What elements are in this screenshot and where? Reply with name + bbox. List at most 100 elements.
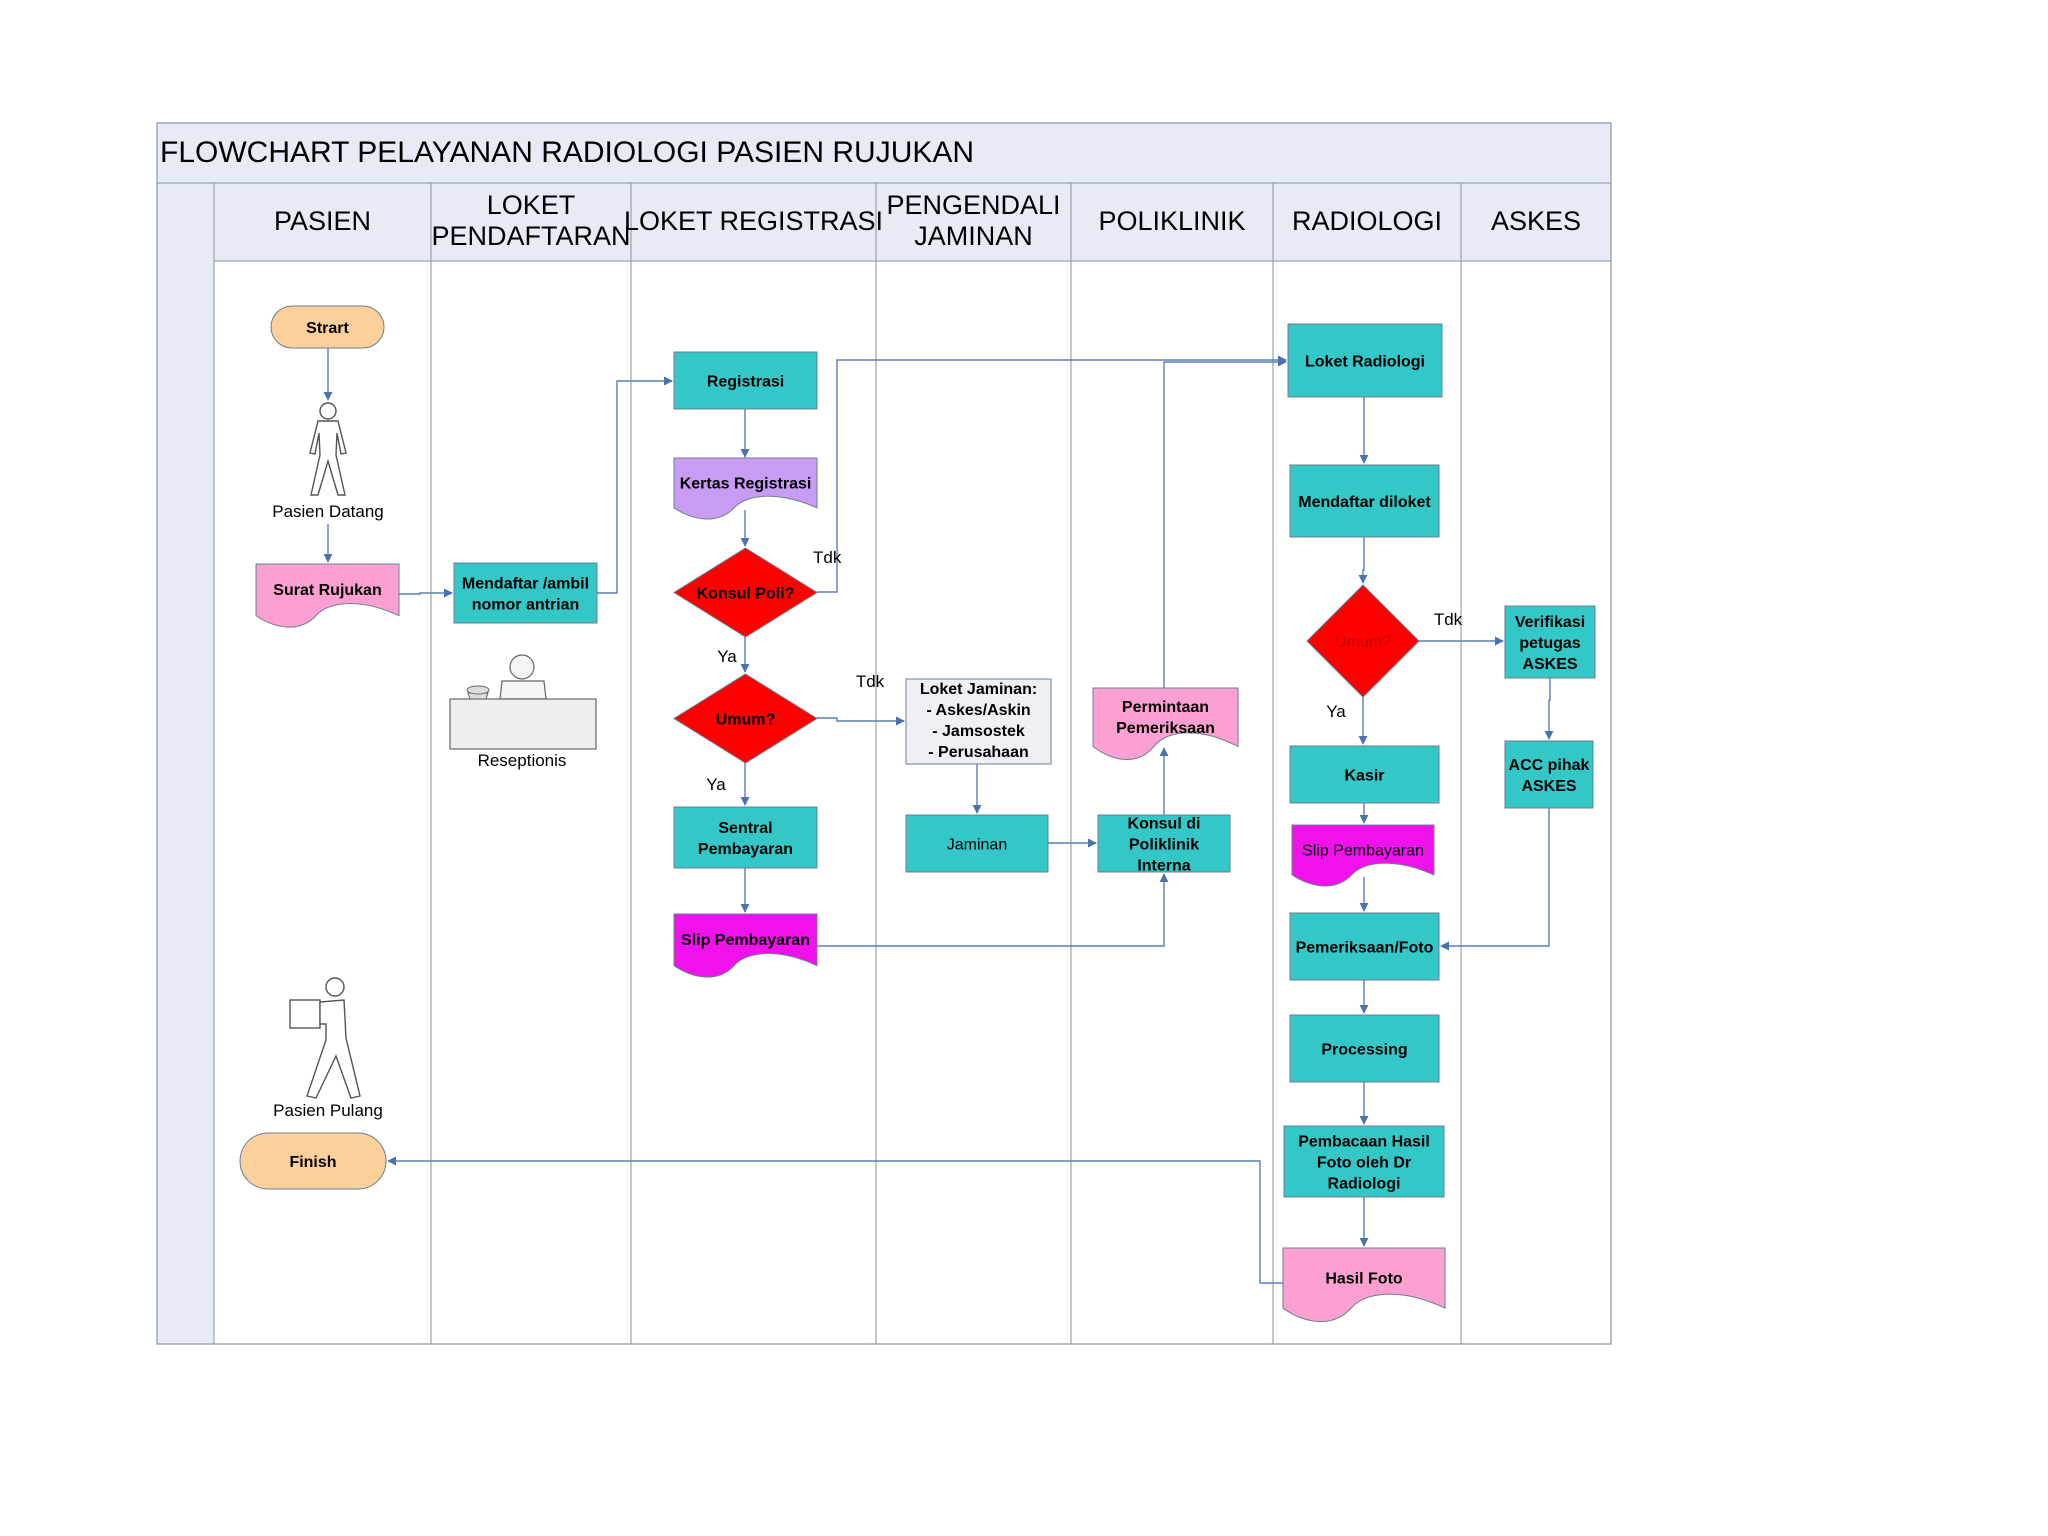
start-text: Strart xyxy=(306,320,349,337)
acc-askes-text: ACC pihak xyxy=(1509,757,1590,774)
connector-slip-pembayaran-reg-to-konsul-poliklinik xyxy=(817,873,1169,947)
process-box xyxy=(453,562,598,624)
connectors xyxy=(323,348,1554,1284)
document-shape xyxy=(673,457,818,520)
lane-poliklinik: POLIKLINIK xyxy=(1070,183,1246,1344)
lane-header-band xyxy=(156,182,1612,262)
slip-pembayaran-reg-node: Slip Pembayaran xyxy=(673,913,818,978)
loket-jaminan-text: - Perusahaan xyxy=(928,744,1028,761)
slip-pembayaran-reg-text: Slip Pembayaran xyxy=(681,932,810,949)
person-standing-icon xyxy=(309,402,347,496)
process-box xyxy=(1289,1014,1440,1083)
decision-diamond xyxy=(1306,584,1420,698)
permintaan-pemeriksaan-text: Permintaan xyxy=(1122,699,1209,716)
connector-label-tdk: Tdk xyxy=(1434,610,1463,629)
process-box xyxy=(1289,912,1440,981)
konsul-poli-text: Konsul Poli? xyxy=(697,586,795,603)
sentral-pembayaran-text: Pembayaran xyxy=(698,841,793,858)
konsul-poli-node: Konsul Poli? xyxy=(673,547,818,638)
process-box xyxy=(1289,464,1440,538)
diagram-border xyxy=(156,122,1612,1345)
process-box xyxy=(1289,745,1440,804)
jaminan-text: Jaminan xyxy=(947,837,1007,854)
document-shape xyxy=(1092,687,1239,760)
registrasi-node: Registrasi xyxy=(673,351,818,410)
umum-reg-node: Umum? xyxy=(673,673,818,764)
lane-askes: ASKES xyxy=(1460,183,1581,1344)
process-box xyxy=(905,814,1049,873)
konsul-poliklinik-text: Konsul di xyxy=(1128,816,1201,833)
connector-label-ya: Ya xyxy=(706,775,726,794)
sentral-pembayaran-text: Sentral xyxy=(718,820,772,837)
process-box xyxy=(673,806,818,869)
mendaftar-diloket-text: Mendaftar diloket xyxy=(1298,494,1431,511)
lane-title-pengendali-jaminan: JAMINAN xyxy=(914,221,1033,251)
umum-reg-text: Umum? xyxy=(716,712,776,729)
pembacaan-hasil-text: Radiologi xyxy=(1328,1176,1401,1193)
decision-diamond xyxy=(673,673,818,764)
document-shape xyxy=(255,563,400,628)
loket-radiologi-text: Loket Radiologi xyxy=(1305,354,1425,371)
lane-title-pengendali-jaminan: PENGENDALI xyxy=(886,190,1060,220)
finish-text: Finish xyxy=(289,1154,336,1171)
start-node: Strart xyxy=(270,305,385,349)
resepsionis-caption: Reseptionis xyxy=(478,751,567,770)
connector-konsul-poli-to-loket-radiologi xyxy=(817,355,1287,593)
process-box xyxy=(1283,1125,1445,1198)
swimlane-frame: FLOWCHART PELAYANAN RADIOLOGI PASIEN RUJ… xyxy=(156,122,1612,1345)
processing-node: Processing xyxy=(1289,1014,1440,1083)
slip-pembayaran-rad-text: Slip Pembayaran xyxy=(1302,842,1424,859)
process-box xyxy=(1287,323,1443,398)
title-bar xyxy=(156,122,1612,184)
umum-rad-text: Umum? xyxy=(1335,634,1391,651)
lane-title-askes: ASKES xyxy=(1491,206,1581,236)
hasil-foto-node: Hasil Foto xyxy=(1282,1247,1446,1322)
pemeriksaan-foto-text: Pemeriksaan/Foto xyxy=(1296,940,1434,957)
connector-mendaftar-antrian-to-registrasi xyxy=(597,376,673,594)
lane-title-poliklinik: POLIKLINIK xyxy=(1098,206,1245,236)
verifikasi-askes-text: petugas xyxy=(1519,635,1580,652)
connector-label-ya: Ya xyxy=(717,647,737,666)
connector-mendaftar-diloket-to-umum-rad xyxy=(1358,537,1368,584)
decision-diamond xyxy=(673,547,818,638)
acc-askes-text: ASKES xyxy=(1521,778,1576,795)
loket-jaminan-text: - Askes/Askin xyxy=(926,702,1030,719)
terminal-shape xyxy=(270,305,385,349)
loket-jaminan-text: Loket Jaminan: xyxy=(920,681,1037,698)
konsul-poliklinik-text: Poliklinik xyxy=(1129,837,1199,854)
lane-title-pasien: PASIEN xyxy=(274,206,371,236)
connector-umum-reg-to-loket-jaminan xyxy=(817,716,905,726)
connector-surat-rujukan-to-mendaftar-antrian xyxy=(399,588,453,598)
registrasi-text: Registrasi xyxy=(707,374,784,391)
surat-rujukan-node: Surat Rujukan xyxy=(255,563,400,628)
receptionist-desk-icon xyxy=(449,654,597,750)
lane-title-loket-pendaftaran: LOKET xyxy=(487,190,576,220)
document-shape xyxy=(673,913,818,978)
connector-hasil-foto-to-finish xyxy=(387,1156,1283,1284)
process-box xyxy=(1504,740,1594,809)
pasien-datang-caption: Pasien Datang xyxy=(272,502,384,521)
process-box xyxy=(1097,814,1231,873)
info-box xyxy=(905,678,1052,765)
verifikasi-askes-text: ASKES xyxy=(1522,656,1577,673)
lane-title-loket-pendaftaran: PENDAFTARAN xyxy=(431,221,630,251)
kertas-registrasi-node: Kertas Registrasi xyxy=(673,457,818,520)
left-margin-column xyxy=(156,182,215,1345)
lane-title-radiologi: RADIOLOGI xyxy=(1292,206,1442,236)
surat-rujukan-text: Surat Rujukan xyxy=(273,582,381,599)
kasir-text: Kasir xyxy=(1344,768,1384,785)
umum-rad-node: Umum? xyxy=(1306,584,1420,698)
lane-pasien: PASIEN xyxy=(213,183,371,1344)
terminal-shape xyxy=(239,1132,387,1190)
lane-title-loket-registrasi: LOKET REGISTRASI xyxy=(624,206,883,236)
loket-jaminan-text: - Jamsostek xyxy=(932,723,1025,740)
document-shape xyxy=(1291,824,1435,887)
